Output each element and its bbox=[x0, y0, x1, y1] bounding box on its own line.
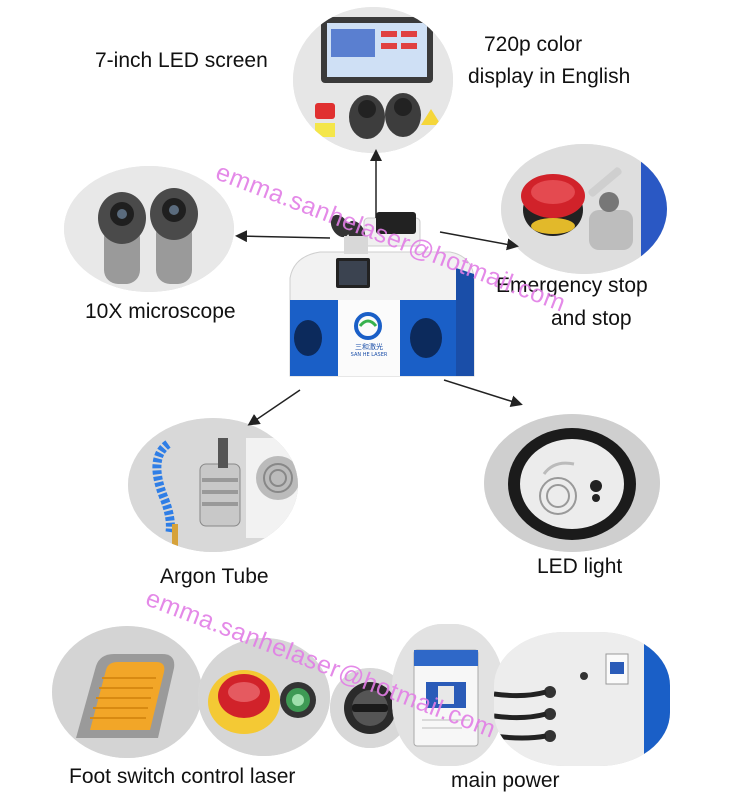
label-display-line1: 720p color bbox=[484, 33, 583, 56]
breaker-photo bbox=[392, 624, 504, 766]
foot-switch-photo bbox=[52, 626, 202, 758]
argon-tube-photo bbox=[128, 418, 298, 552]
label-microscope: 10X microscope bbox=[85, 300, 236, 323]
screen-photo bbox=[293, 7, 453, 153]
label-main-power: main power bbox=[451, 769, 560, 792]
machine-brand-cn: 三和激光 bbox=[355, 343, 383, 351]
foot-pedal-illustration bbox=[52, 626, 202, 758]
led-light-photo bbox=[484, 414, 660, 552]
label-led-light: LED light bbox=[537, 555, 623, 578]
screen-illustration bbox=[293, 7, 453, 153]
arrow-to-emergency-stop bbox=[439, 231, 519, 251]
stop-button-illustration bbox=[198, 638, 330, 756]
led-light-illustration bbox=[484, 414, 660, 552]
rear-panel-illustration bbox=[494, 632, 670, 766]
label-emergency-line2: and stop bbox=[551, 307, 632, 330]
label-display-line2: display in English bbox=[468, 65, 631, 88]
rear-panel-photo bbox=[494, 632, 670, 766]
label-argon-tube: Argon Tube bbox=[160, 565, 269, 588]
breaker-illustration bbox=[392, 624, 504, 766]
stop-button-photo bbox=[198, 638, 330, 756]
arrow-to-argon-tube bbox=[247, 389, 301, 426]
argon-tube-illustration bbox=[128, 418, 298, 552]
microscope-illustration bbox=[64, 166, 234, 292]
label-screen: 7-inch LED screen bbox=[95, 49, 268, 72]
label-emergency-line1: Emergency stop bbox=[496, 274, 648, 297]
label-foot-switch: Foot switch control laser bbox=[69, 765, 296, 788]
laser-welder-machine: 三和激光 SAN HE LASER bbox=[280, 208, 480, 388]
arrow-to-microscope bbox=[235, 230, 331, 243]
microscope-photo bbox=[64, 166, 234, 292]
arrow-to-led-light bbox=[443, 379, 523, 408]
machine-illustration bbox=[289, 212, 475, 377]
machine-brand-en: SAN HE LASER bbox=[350, 352, 388, 358]
